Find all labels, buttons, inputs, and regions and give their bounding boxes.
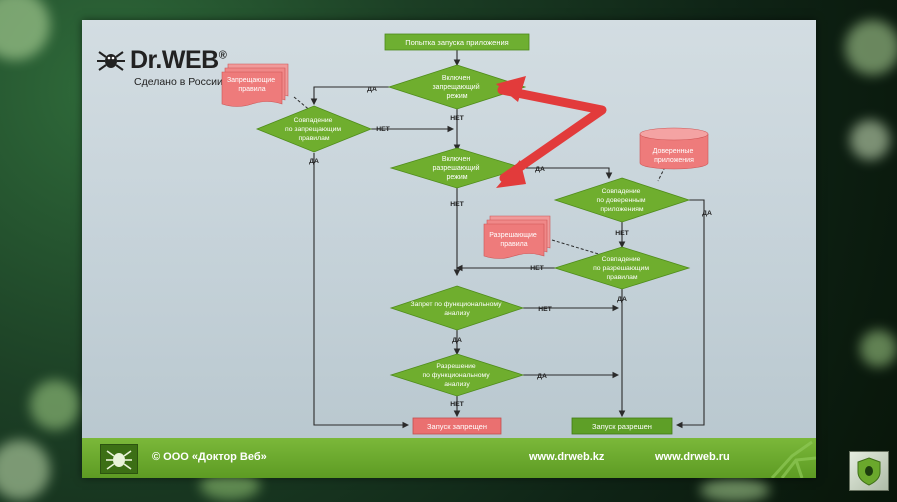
decision-allow-mode-label: Включен разрешающий режим bbox=[433, 156, 482, 181]
label-yes: ДА bbox=[537, 373, 547, 380]
allow-rules-label: Разрешающие правила bbox=[489, 232, 539, 248]
label-yes: ДА bbox=[452, 337, 462, 344]
bokeh-light bbox=[860, 330, 897, 367]
bokeh-light bbox=[30, 380, 80, 430]
label-yes: ДА bbox=[617, 296, 627, 303]
decision-func-deny bbox=[389, 285, 525, 331]
bokeh-light bbox=[845, 20, 897, 75]
label-no: НЕТ bbox=[530, 265, 544, 272]
label-yes: ДА bbox=[702, 210, 712, 217]
end-allowed-box bbox=[571, 417, 673, 435]
decision-func-deny-label: Запрет по функциональному анализу bbox=[411, 301, 504, 317]
footer-copyright: © ООО «Доктор Веб» bbox=[152, 451, 267, 463]
decision-allow-match-label: Совпадение по разрешающим правилам bbox=[593, 256, 651, 281]
presentation-slide: Dr.WEB® Сделано в России bbox=[82, 20, 816, 478]
end-denied-label: Запуск запрещен bbox=[427, 422, 487, 431]
drweb-badge-icon bbox=[100, 444, 138, 474]
decision-deny-match-label: Совпадение по запрещающим правилам bbox=[285, 117, 343, 142]
doc-link bbox=[551, 239, 603, 256]
label-no: НЕТ bbox=[538, 306, 552, 313]
bokeh-light bbox=[700, 478, 770, 502]
trusted-apps-label: Доверенные приложения bbox=[653, 148, 696, 164]
channel-logo-icon bbox=[849, 451, 889, 491]
bokeh-light bbox=[850, 120, 890, 160]
label-no: НЕТ bbox=[615, 230, 629, 237]
decision-deny-mode bbox=[387, 64, 527, 110]
connector bbox=[310, 86, 389, 106]
decision-allow-match bbox=[553, 246, 691, 290]
bokeh-light bbox=[0, 0, 50, 60]
label-no: НЕТ bbox=[450, 401, 464, 408]
label-no: НЕТ bbox=[450, 115, 464, 122]
doc-link bbox=[657, 166, 666, 182]
allow-rules-document bbox=[483, 215, 551, 259]
deny-rules-label: Запрещающие правила bbox=[227, 77, 277, 93]
label-yes: ДА bbox=[367, 86, 377, 93]
connector bbox=[523, 167, 613, 180]
decision-func-allow bbox=[389, 353, 525, 397]
drweb-spider-icon bbox=[97, 51, 125, 71]
decision-deny-match bbox=[255, 105, 373, 153]
decision-func-allow-label: Разрешение по функциональному анализу bbox=[422, 363, 491, 388]
footer-spider-decor bbox=[770, 440, 816, 478]
footer-link-kz[interactable]: www.drweb.kz bbox=[529, 451, 605, 463]
connector bbox=[675, 199, 705, 429]
bokeh-light bbox=[0, 440, 50, 500]
start-box bbox=[384, 33, 530, 51]
deny-rules-document bbox=[221, 63, 289, 107]
trusted-apps-database bbox=[639, 127, 709, 170]
footer-link-ru[interactable]: www.drweb.ru bbox=[655, 451, 730, 463]
decision-deny-mode-label: Включен запрещающий режим bbox=[432, 75, 481, 100]
label-yes: ДА bbox=[309, 158, 319, 165]
decision-trusted-match bbox=[553, 177, 691, 223]
start-label: Попытка запуска приложения bbox=[405, 38, 509, 47]
decision-allow-mode bbox=[389, 147, 525, 189]
red-highlight-arrow-icon bbox=[496, 76, 607, 188]
label-yes: ДА bbox=[535, 166, 545, 173]
slide-footer: © ООО «Доктор Веб» www.drweb.kz www.drwe… bbox=[82, 438, 816, 478]
end-denied-box bbox=[412, 417, 502, 435]
label-no: НЕТ bbox=[376, 126, 390, 133]
end-allowed-label: Запуск разрешен bbox=[592, 422, 652, 431]
decision-trusted-match-label: Совпадение по доверенным приложениям bbox=[597, 188, 648, 213]
connector bbox=[313, 153, 410, 429]
logo-subtitle: Сделано в России bbox=[134, 76, 223, 88]
flowchart: Попытка запуска приложения Включен запре… bbox=[221, 33, 712, 435]
logo-title: Dr.WEB® bbox=[130, 46, 227, 74]
label-no: НЕТ bbox=[450, 201, 464, 208]
